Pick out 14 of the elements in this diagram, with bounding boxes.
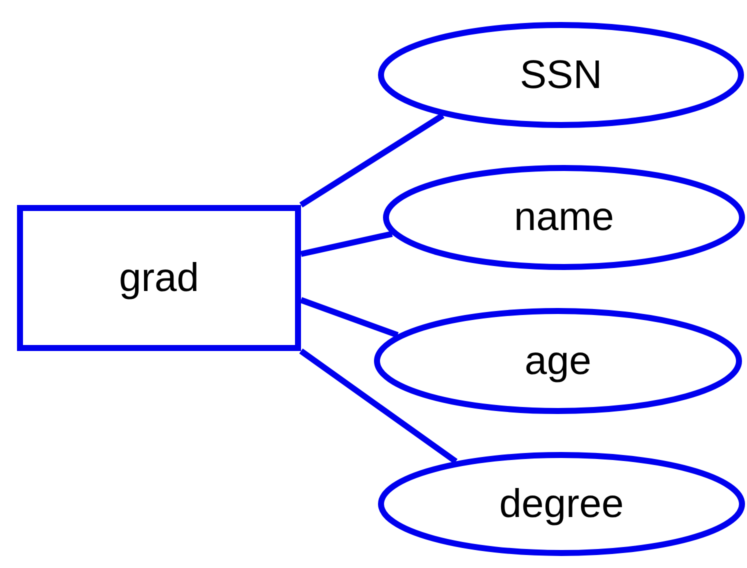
attribute-ellipse <box>378 22 744 128</box>
connector-line <box>299 112 444 208</box>
node-label: SSN <box>520 52 602 98</box>
connector-line <box>300 230 393 257</box>
attribute-ellipse <box>378 452 745 556</box>
node-label: grad <box>118 256 200 300</box>
node-label: name <box>514 195 614 240</box>
entity-box <box>17 205 301 351</box>
node-label: age <box>524 338 592 384</box>
connector-line <box>299 348 458 464</box>
connector-line <box>300 297 399 338</box>
attribute-ellipse <box>374 308 742 414</box>
attribute-ellipse <box>383 165 745 270</box>
node-label: degree <box>499 482 624 526</box>
